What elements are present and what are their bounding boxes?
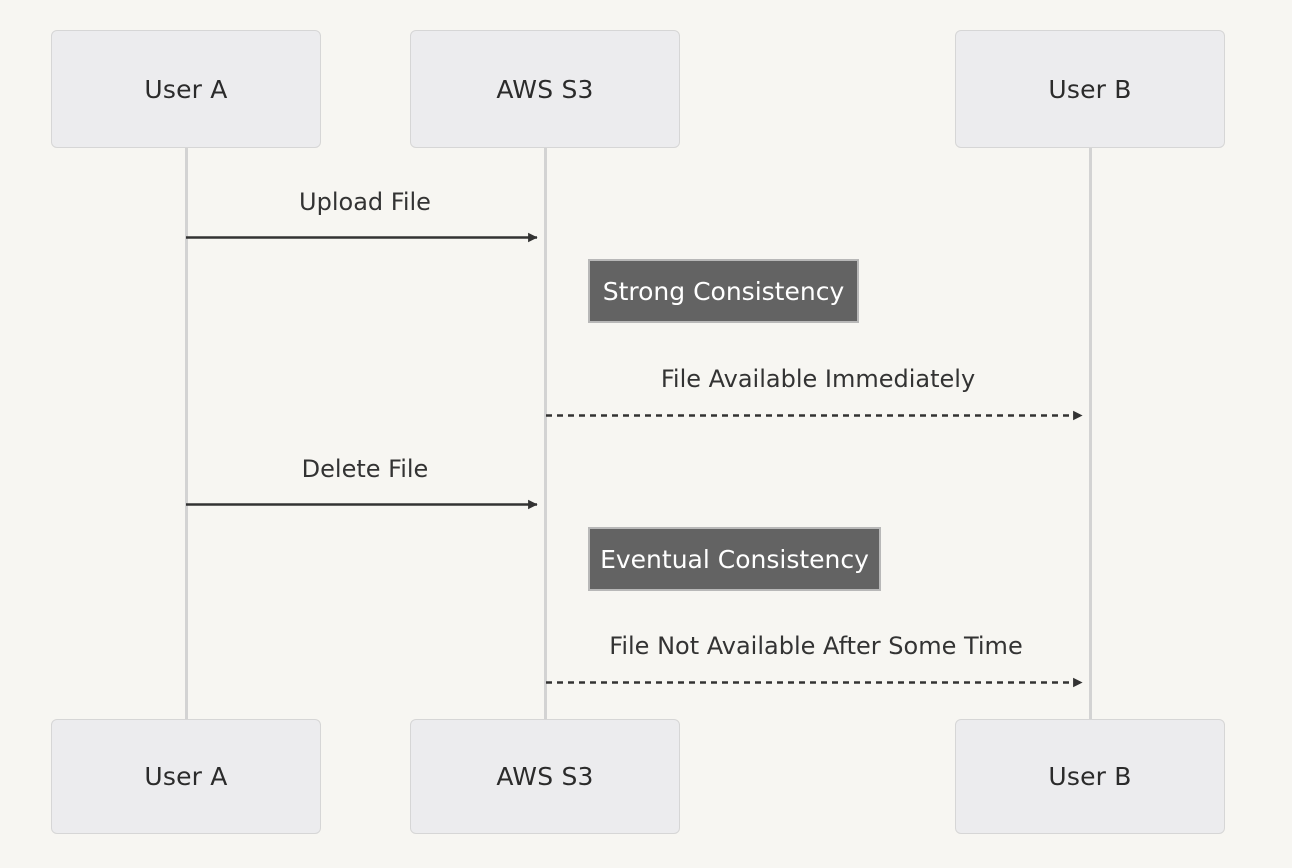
participant-box-top-user-a[interactable]: User A bbox=[51, 30, 321, 148]
note-label-strong-consistency: Strong Consistency bbox=[602, 276, 845, 306]
participant-box-bottom-user-a[interactable]: User A bbox=[51, 719, 321, 834]
participant-box-top-aws-s3[interactable]: AWS S3 bbox=[410, 30, 680, 148]
participant-label-bottom-user-b: User B bbox=[1048, 762, 1132, 791]
participant-label-top-user-a: User A bbox=[144, 74, 228, 104]
note-label-eventual-consistency: Eventual Consistency bbox=[600, 544, 869, 574]
note-eventual-consistency[interactable]: Eventual Consistency bbox=[588, 527, 881, 591]
note-strong-consistency[interactable]: Strong Consistency bbox=[588, 259, 859, 323]
participant-label-bottom-user-a: User A bbox=[144, 762, 228, 791]
message-label-file-not-available: File Not Available After Some Time bbox=[609, 632, 1023, 660]
participant-box-bottom-user-b[interactable]: User B bbox=[955, 719, 1225, 834]
participant-label-bottom-aws-s3: AWS S3 bbox=[496, 762, 594, 791]
participant-box-bottom-aws-s3[interactable]: AWS S3 bbox=[410, 719, 680, 834]
participant-label-top-aws-s3: AWS S3 bbox=[496, 74, 594, 104]
message-label-file-available-immediately: File Available Immediately bbox=[660, 365, 976, 393]
message-label-upload-file: Upload File bbox=[299, 188, 431, 216]
message-label-delete-file: Delete File bbox=[301, 455, 429, 483]
participant-label-top-user-b: User B bbox=[1048, 74, 1132, 104]
participant-box-top-user-b[interactable]: User B bbox=[955, 30, 1225, 148]
